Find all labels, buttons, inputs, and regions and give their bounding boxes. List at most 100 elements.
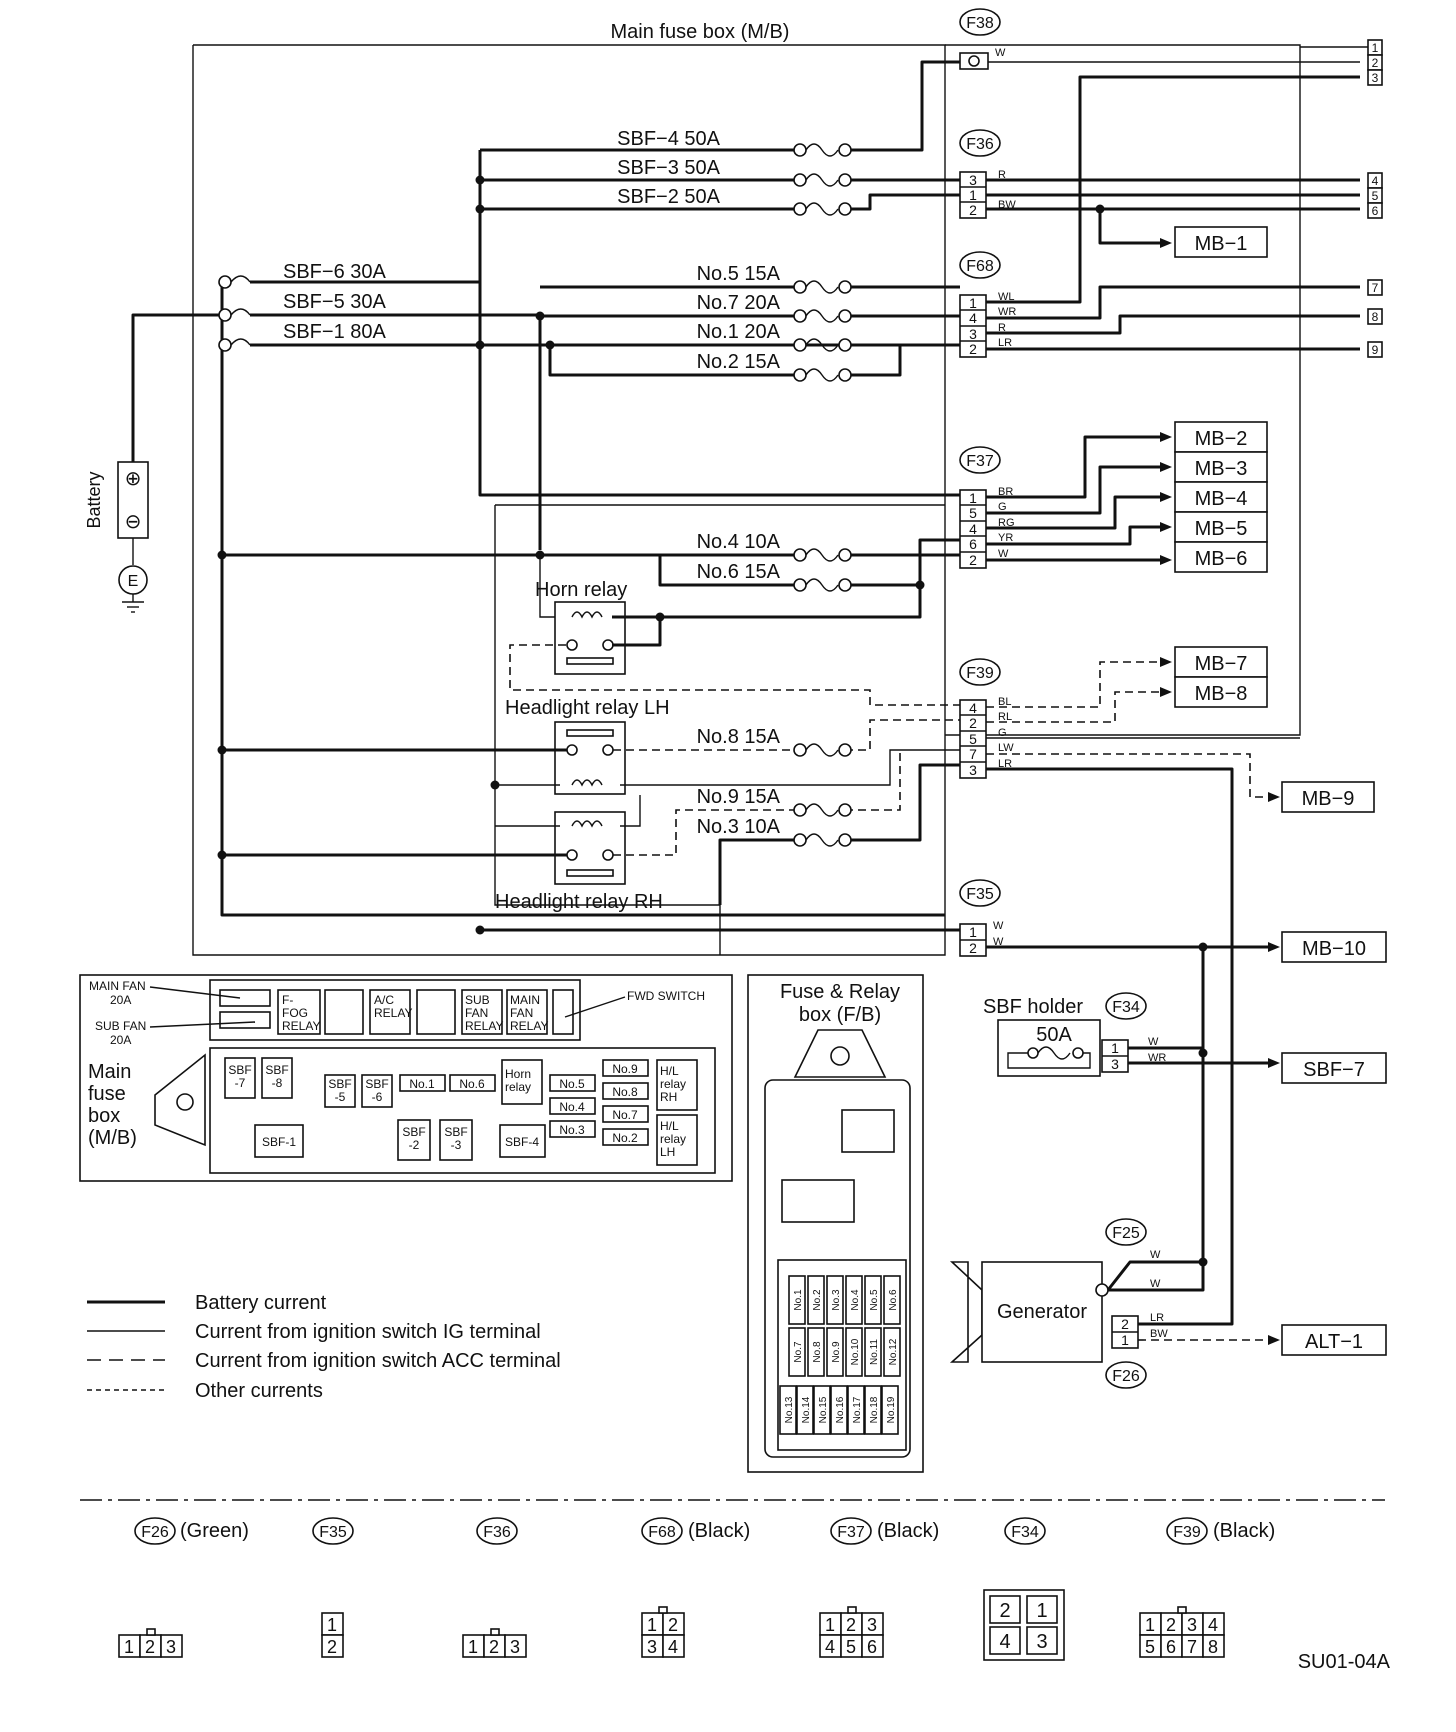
no4-label: No.4 10A (697, 531, 781, 553)
battery-label: Battery (84, 471, 104, 528)
no7-label: No.7 20A (697, 292, 781, 314)
terminal-4: 4 (1372, 174, 1379, 188)
horn-coil-feed (539, 555, 555, 618)
sbf2-cell-label-line-1: SBF (402, 1125, 425, 1139)
mb7-label: MB−7 (1195, 653, 1248, 675)
connector-f38: F38 W (959, 8, 1006, 70)
f37-1-out (986, 435, 1160, 499)
f35-pin-1: 1 (969, 924, 977, 940)
cv-f35-pin-2: 2 (327, 1637, 337, 1657)
main-fan-label-1: MAIN FAN (89, 979, 146, 993)
no2-label: No.2 15A (697, 351, 781, 373)
no8-label: No.8 15A (697, 726, 781, 748)
cv-f36-pin-3: 3 (510, 1637, 520, 1657)
fuse-symbols (218, 143, 852, 847)
mb10-box (1281, 931, 1387, 963)
hl-rh-cell-l3: RH (660, 1090, 677, 1104)
f37-5-out (986, 465, 1160, 515)
fb-fuse-slot (826, 1275, 844, 1325)
f34-pin-3: 3 (1111, 1056, 1119, 1072)
mb2-label: MB−2 (1195, 428, 1248, 450)
no8-out (845, 719, 960, 751)
cv-f68-name: F68 (648, 1524, 676, 1541)
fb-fuse-slot (813, 1385, 831, 1435)
cv-f68-pin-4: 4 (668, 1637, 678, 1657)
mb4-arrow (1160, 492, 1172, 502)
horn-relay-contact-b (602, 639, 614, 651)
f39-color-bl: BL (998, 696, 1011, 708)
mb4-label: MB−4 (1195, 488, 1248, 510)
sbf5-wire (250, 313, 542, 550)
fb-fuse-label: No.15 (818, 1396, 829, 1423)
hl-lh-cell-l3: LH (660, 1145, 675, 1159)
f25-w1: W (1150, 1249, 1161, 1261)
f39-4-out (986, 661, 1160, 708)
legend-battery: Battery current (195, 1292, 327, 1314)
ac-relay (369, 989, 411, 1035)
sub-fan-label-2: 20A (110, 1033, 131, 1047)
generator: F25 Generator W W 2 1 LR BW F26 (949, 1218, 1168, 1389)
hl-rh-contact-b (602, 849, 614, 861)
f37-color-br: BR (998, 486, 1013, 498)
f37-color-g: G (998, 501, 1007, 513)
cv-f39-pin-5: 5 (1145, 1637, 1155, 1657)
fb-fuse-slot (864, 1385, 882, 1435)
mb9-arrow (1268, 792, 1280, 802)
sbf1-bus (220, 282, 945, 917)
mb6-box (1174, 541, 1268, 573)
main-fuse-box-title: Main fuse box (M/B) (611, 21, 790, 43)
cv-f68-pin-1: 1 (647, 1615, 657, 1635)
sbf5-cell (324, 1074, 356, 1108)
sbf3-cell (439, 1119, 473, 1161)
no2-in (548, 345, 800, 377)
mb6-arrow (1160, 555, 1172, 565)
fb-fuse-label: No.8 (812, 1341, 823, 1363)
cv-f26-color: (Green) (180, 1520, 249, 1542)
f37-feed (478, 345, 960, 497)
hl-lh-label: Headlight relay LH (505, 697, 670, 719)
fb-fuse-label: No.5 (869, 1289, 880, 1311)
fb-fuse-label: No.19 (886, 1396, 897, 1423)
fb-fuse-label: No.6 (888, 1289, 899, 1311)
cv-f26-pin-1: 1 (124, 1637, 134, 1657)
fb-fuse-label: No.2 (812, 1289, 823, 1311)
sbf7-label: SBF−7 (1303, 1059, 1365, 1081)
fb-fuse-label: No.17 (852, 1396, 863, 1423)
f68-name: F68 (966, 258, 994, 275)
f68-pin-1: 1 (969, 295, 977, 311)
cv-f35-name: F35 (319, 1524, 347, 1541)
sbf5-cell-label-line-2: -5 (335, 1090, 346, 1104)
f37-pin-5: 5 (969, 505, 977, 521)
cv-f37-pin-5: 5 (846, 1637, 856, 1657)
cv-f39-color: (Black) (1213, 1520, 1275, 1542)
no8-cell (602, 1082, 649, 1100)
cv-f39-body: 1 2 3 4 5 6 7 8 (1139, 1606, 1225, 1658)
f39-color-lw: LW (998, 742, 1014, 754)
f25-w2: W (1150, 1278, 1161, 1290)
sbf1-cell (254, 1124, 304, 1158)
sbf7-box (1281, 1052, 1387, 1084)
fb-fuse-slot (883, 1327, 901, 1377)
alt1-label: ALT−1 (1305, 1331, 1363, 1353)
mb3-arrow (1160, 462, 1172, 472)
sbf-holder-fuse: 50A (1036, 1024, 1072, 1046)
sbf6-fuse-symbol (218, 275, 251, 289)
sbf2-cell (397, 1119, 431, 1161)
sbf8-cell-label-line-2: -8 (272, 1076, 283, 1090)
hl-lh-cell (656, 1114, 698, 1166)
f-fog-relay-l2: FOG (282, 1006, 308, 1020)
fb-fuse-label: No.10 (850, 1338, 861, 1365)
sbf7-arrow (1268, 1058, 1280, 1068)
f39-2-out (986, 691, 1160, 723)
f34-color-wr: WR (1148, 1052, 1166, 1064)
terminal-7: 7 (1372, 281, 1379, 295)
f35-color-w2: W (993, 936, 1004, 948)
cv-f37-pin-2: 2 (846, 1615, 856, 1635)
hl-rh-cell-l1: H/L (660, 1064, 679, 1078)
horn-relay-contact-a (566, 639, 578, 651)
cv-f36-body: 1 2 3 (462, 1628, 527, 1658)
fb-fuse-label: No.7 (793, 1341, 804, 1363)
legend: Battery current Current from ignition sw… (87, 1292, 561, 1402)
horn-signal-dash (509, 644, 960, 706)
